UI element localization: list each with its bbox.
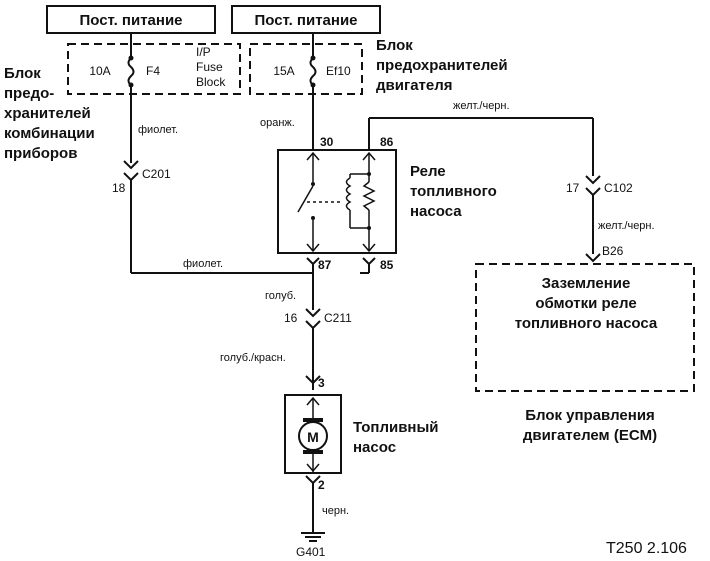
wire-blue-label: голуб. xyxy=(265,290,296,302)
pump-pin-3: 3 xyxy=(318,376,325,390)
ecm-inner-line-1: Заземление xyxy=(542,275,631,292)
wire-violet-label-2: фиолет. xyxy=(183,258,223,270)
wire-yellow-black: желт./черн. 17 C102 желт./черн. B26 xyxy=(368,100,655,263)
constant-power-label-left: Пост. питание xyxy=(79,12,182,29)
motor-symbol: M xyxy=(307,429,319,445)
ecm-box: Заземление обмотки реле топливного насос… xyxy=(475,263,695,392)
constant-power-label-right: Пост. питание xyxy=(254,12,357,29)
wire-black-label: черн. xyxy=(322,505,349,517)
constant-power-box-left: Пост. питание xyxy=(46,5,216,34)
fuel-pump-label: Топливный насос xyxy=(353,419,439,456)
relay-pin-87: 87 xyxy=(318,258,332,272)
ecm-pin-b26: B26 xyxy=(602,244,624,258)
fuse-f4-id: F4 xyxy=(146,64,160,78)
ip-fuse-block: 10A F4 I/P Fuse Block xyxy=(67,33,241,95)
connector-c201-label: C201 xyxy=(142,167,171,181)
connector-c201-pin: 18 xyxy=(112,181,126,195)
wire-orange: оранж. xyxy=(260,85,314,150)
ground-symbol: G401 xyxy=(296,532,326,559)
wire-blue-red-label: голуб./красн. xyxy=(220,352,286,364)
relay-label: Реле топливного насоса xyxy=(410,163,497,220)
ground-label-g401: G401 xyxy=(296,545,326,559)
side-label-line-1: Блок xyxy=(4,65,41,82)
ecm-inner-line-2: обмотки реле xyxy=(535,295,636,312)
relay-label-line-3: насоса xyxy=(410,203,462,220)
side-label-line-4: комбинации xyxy=(4,125,95,142)
side-label-line-2: предо- xyxy=(4,85,54,102)
connector-c102-label: C102 xyxy=(604,181,633,195)
ecm-caption-line-2: двигателем (ECM) xyxy=(523,427,657,444)
figure-reference: T250 2.106 xyxy=(606,540,687,557)
wire-yellow-black-label-2: желт./черн. xyxy=(598,220,655,232)
ecm-inner-line-3: топливного насоса xyxy=(515,315,658,332)
fuel-pump-relay: 30 86 87 85 xyxy=(277,135,397,274)
pump-pin-2: 2 xyxy=(318,478,325,492)
ip-fuse-block-label-line-2: Fuse xyxy=(196,60,223,74)
wire-yellow-black-label-1: желт./черн. xyxy=(453,100,510,112)
wire-violet-label-1: фиолет. xyxy=(138,124,178,136)
constant-power-box-right: Пост. питание xyxy=(231,5,381,34)
pump-label-line-2: насос xyxy=(353,439,396,456)
ecm-caption: Блок управления двигателем (ECM) xyxy=(523,407,657,444)
wire-blue: голуб. 16 C211 голуб./красн. 3 xyxy=(220,264,352,390)
engine-fuse-block: 15A Ef10 xyxy=(249,33,363,95)
instrument-fuse-block-side-label: Блок предо- хранителей комбинации прибор… xyxy=(4,65,95,162)
wire-orange-label: оранж. xyxy=(260,117,295,129)
side-label-line-5: приборов xyxy=(4,145,77,162)
fuse-f4-symbol xyxy=(127,57,135,86)
connector-c211-label: C211 xyxy=(324,311,352,325)
engine-fuse-title-line-2: предохранителей xyxy=(376,57,508,74)
wire-black-ground: 2 черн. xyxy=(305,475,349,533)
side-label-line-3: хранителей xyxy=(4,105,91,122)
relay-pin-85: 85 xyxy=(380,258,394,272)
ip-fuse-block-label-line-1: I/P xyxy=(196,45,211,59)
ip-fuse-block-label-line-3: Block xyxy=(196,75,226,89)
fuel-pump: M xyxy=(284,394,342,474)
connector-c211-pin: 16 xyxy=(284,311,298,325)
relay-label-line-2: топливного xyxy=(410,183,497,200)
fuse-ef10-symbol xyxy=(309,57,317,86)
pump-label-line-1: Топливный xyxy=(353,419,439,436)
relay-coil-symbol xyxy=(345,177,352,211)
fuse-ef10-rating: 15A xyxy=(273,64,294,78)
relay-label-line-1: Реле xyxy=(410,163,446,180)
fuse-f4-rating: 10A xyxy=(89,64,110,78)
connector-c102-pin: 17 xyxy=(566,181,580,195)
fuse-ef10-id: Ef10 xyxy=(326,64,351,78)
engine-fuse-title-line-1: Блок xyxy=(376,37,413,54)
engine-fuse-title-line-3: двигателя xyxy=(376,77,453,94)
engine-fuse-block-title: Блок предохранителей двигателя xyxy=(376,37,508,94)
ecm-caption-line-1: Блок управления xyxy=(525,407,655,424)
relay-pin-30: 30 xyxy=(320,135,334,149)
relay-resistor-symbol xyxy=(362,181,376,211)
wire-violet-left: фиолет. C201 18 фиолет. xyxy=(112,85,313,274)
relay-pin-86: 86 xyxy=(380,135,394,149)
relay-switch-contact xyxy=(297,185,314,213)
